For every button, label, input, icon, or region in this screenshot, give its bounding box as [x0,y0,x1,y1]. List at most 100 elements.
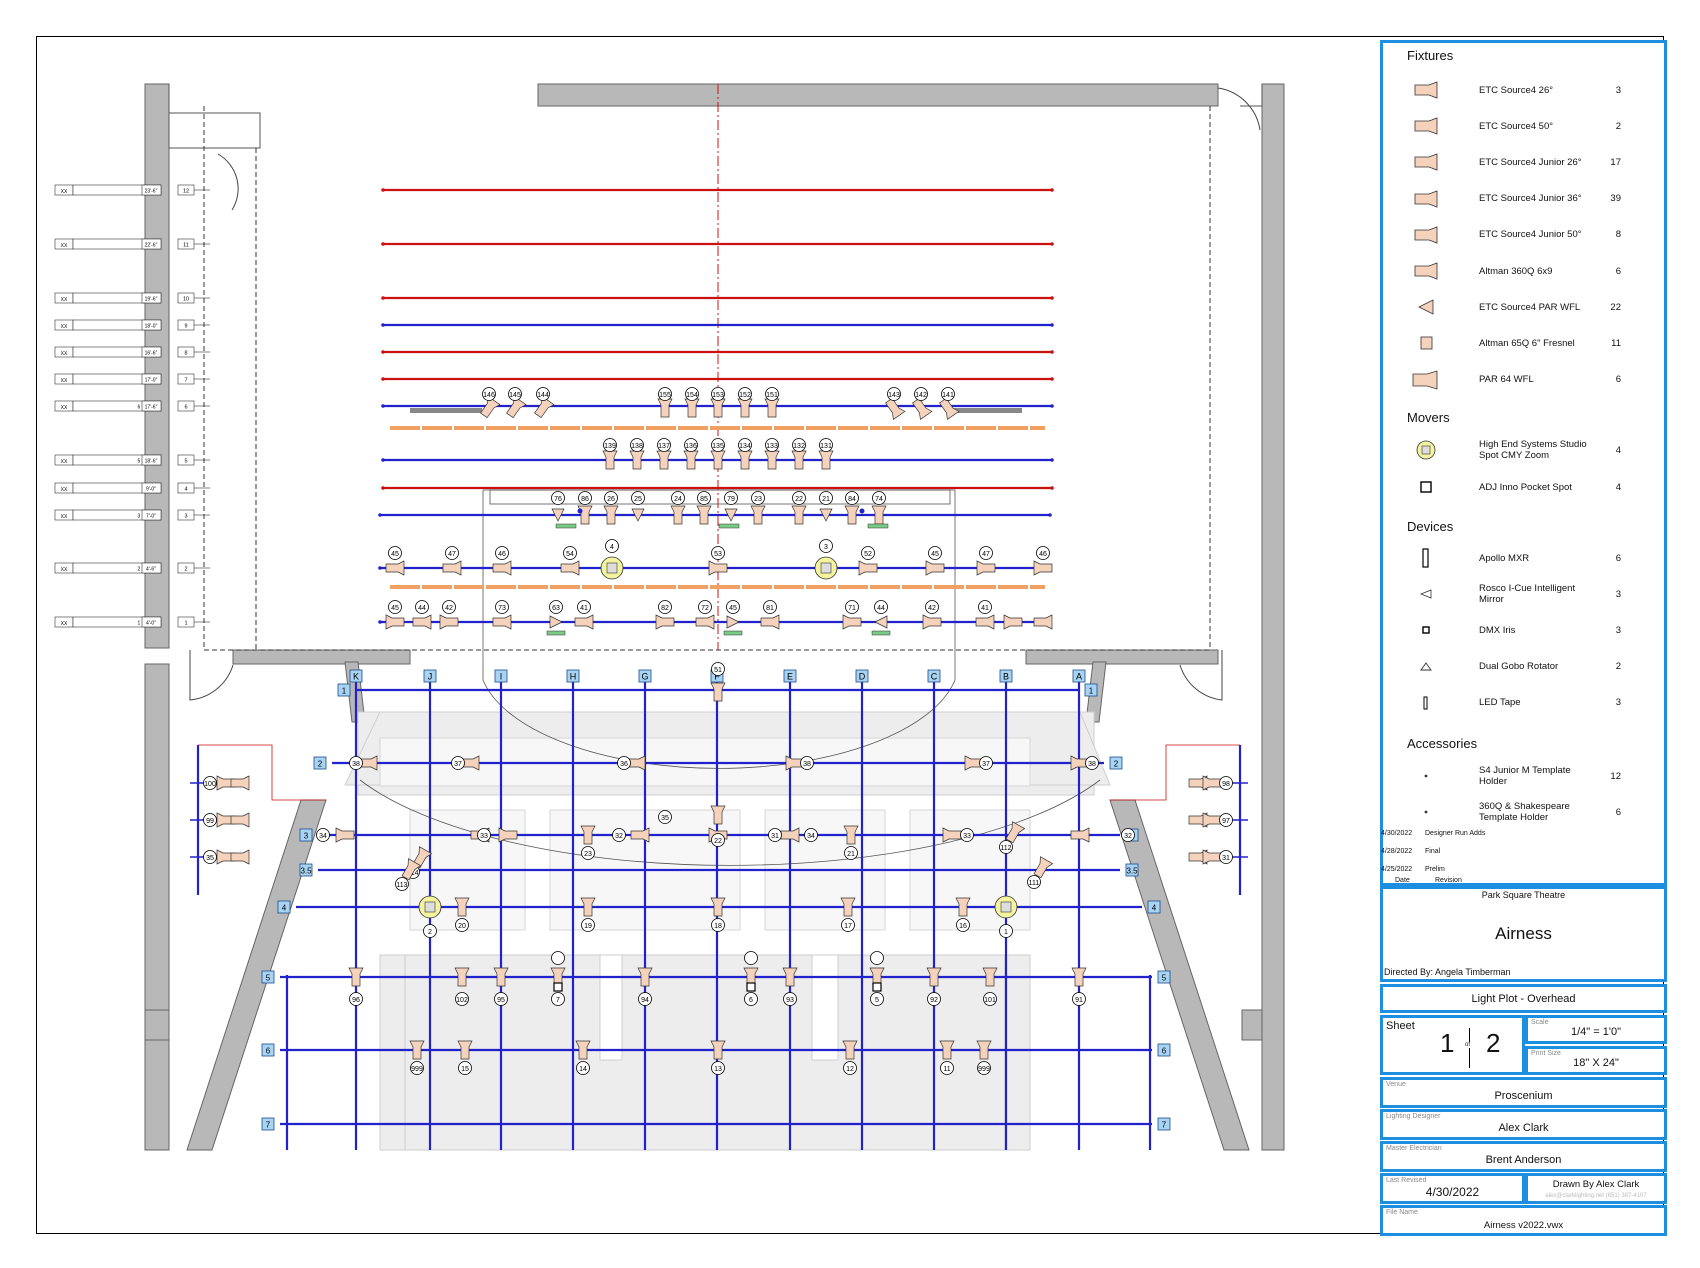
batten-trim: 7'-0" [146,514,156,520]
channel-circle [819,491,833,505]
channel-circle [203,850,217,864]
fixture-icon [926,967,942,987]
scroller-icon [871,630,891,636]
moving-head-yoke [1000,901,1012,913]
fixture-icon [791,450,807,470]
ellipsoidal-body [710,1040,726,1060]
batten-trim: 17'-0" [145,378,158,384]
channel-circle [744,951,758,965]
ellipsoidal-body [493,967,509,987]
channel-number: 38 [352,761,360,768]
ellipsoidal-body [710,805,726,825]
fixture-icon [230,812,250,828]
channel-number: 76 [554,496,562,503]
cable-run-right [1110,744,1240,801]
master-electrician-value: Brent Anderson [1485,1154,1562,1166]
channel-number: 143 [888,392,900,399]
scroller-icon [723,630,743,636]
channel-circle [928,546,942,560]
batten-end [381,323,385,327]
batten-trim: 22'-6" [145,243,158,249]
fixture-icon [670,505,686,525]
channel-number: 111 [1029,880,1040,887]
channel-circle [887,387,901,401]
scroller-icon [1422,548,1429,568]
channel-circle [999,840,1013,854]
ellipsoidal-body [926,967,942,987]
fixture-icon [401,858,422,881]
channel-circle [605,539,619,553]
channel-number: 45 [391,605,399,612]
channel-circle [603,438,617,452]
lineset-number: 7 [184,378,187,384]
fixture-icon [551,508,565,522]
channel-number: 136 [685,443,697,450]
channel-circle [697,491,711,505]
ellipsoidal-body [457,1040,473,1060]
channel-circle [1036,546,1050,560]
lineset-number: 3 [184,514,187,520]
legend-item-qty: 17 [1610,156,1621,168]
moving-head-yoke [606,562,618,574]
legend-accessories-heading: Accessories [1407,736,1478,751]
revision-note: Final [1425,848,1441,855]
batten-end [1050,323,1054,327]
batten-tag: XX [61,324,68,330]
lineset-number: 1 [184,621,187,627]
ellipsoidal-body [580,825,596,845]
ellipsoidal-body [506,396,527,419]
channel-number: 102 [456,997,468,1004]
channel-circle [455,992,469,1006]
ellipsoidal-body [454,897,470,917]
ellipsoidal-body [710,450,726,470]
fresnel-icon [1420,336,1433,350]
grid-column-tag [638,669,652,683]
fixture-icon [1070,827,1090,843]
batten-end [1048,513,1052,517]
channel-number: 73 [498,605,506,612]
grid-row-label-left: 1 [342,687,347,696]
sheet-divider [1469,1028,1470,1068]
ellipsoidal-body [637,967,653,987]
fixture-icon [976,560,996,576]
grid-row-tag-left [261,970,275,984]
ellipsoidal-body [629,450,645,470]
master-electrician-box: Master Electrician Brent Anderson [1380,1141,1667,1172]
ellipsoidal-body [843,825,859,845]
channel-number: 42 [928,605,936,612]
batten-end [1050,486,1054,490]
fixture-icon [844,505,860,525]
ellipsoidal-body [580,897,596,917]
channel-circle [415,600,429,614]
ellipsoidal-body [1033,560,1053,576]
scroller-icon [867,523,889,529]
ellipsoidal-body [1202,775,1222,791]
channel-circle [819,438,833,452]
channel-circle [768,828,782,842]
ellipsoidal-body [412,846,433,869]
grid-row-tag-right [1157,970,1171,984]
ellipsoidal-body [442,560,462,576]
sheet-label: Sheet [1386,1020,1415,1032]
legend-row-fixtures: ETC Source4 Junior 26°17 [1383,148,1663,176]
channel-number: 2 [428,929,432,936]
legend-item-name: ETC Source4 PAR WFL [1479,301,1581,313]
stage-right-wall [1261,83,1285,1151]
channel-circle [841,918,855,932]
fixture-icon [750,505,766,525]
legend-item-name: DMX Iris [1479,624,1516,636]
grid-column-tag [855,669,869,683]
par-body [819,508,833,522]
last-revised-value: 4/30/2022 [1425,1185,1480,1199]
batten-tag: XX [61,189,68,195]
channel-circle [783,992,797,1006]
channel-number: 46 [498,551,506,558]
batten-trim-box [141,562,162,574]
grid-row-tag-left [313,756,327,770]
grid-row-label-right: 3.5 [1126,867,1138,876]
scale-box: Scale 1/4" = 1'0" [1525,1015,1667,1044]
fixture-icon [710,450,726,470]
